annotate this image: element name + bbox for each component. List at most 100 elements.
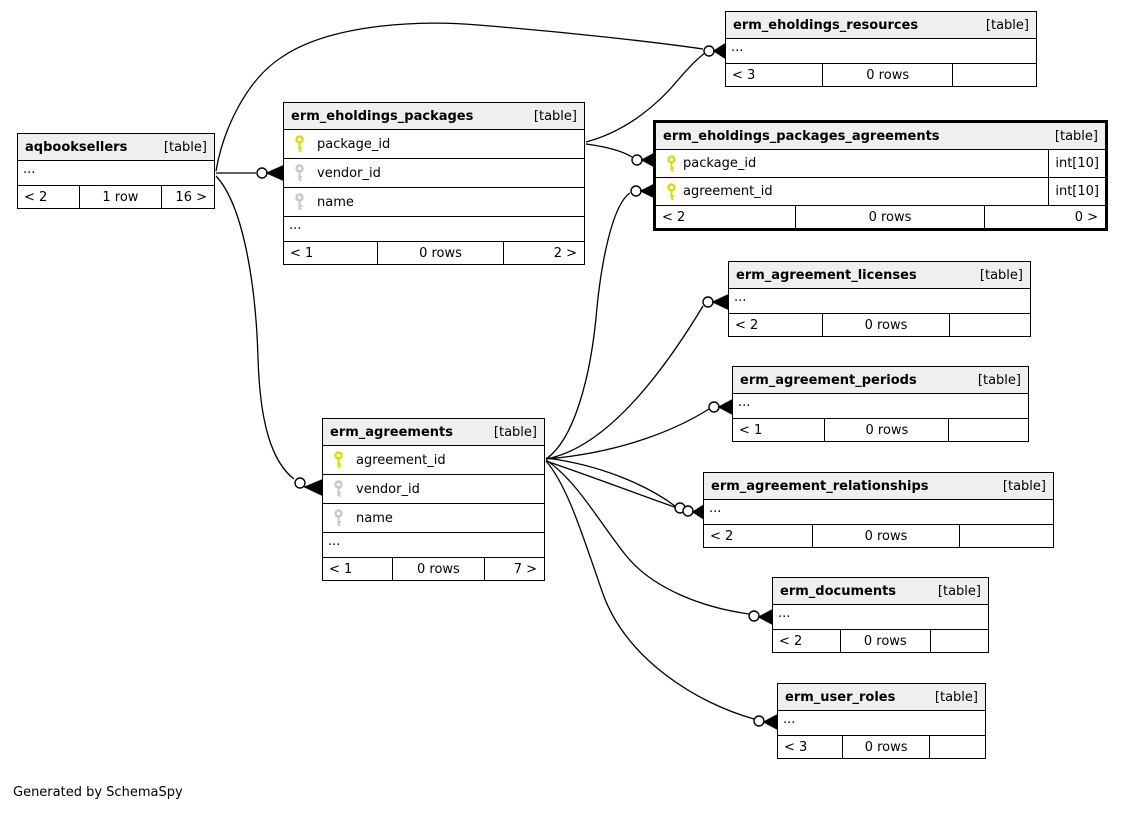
column-name: agreement_id xyxy=(683,184,773,199)
column-row: name xyxy=(284,188,584,217)
footer-parents: < 2 xyxy=(662,209,686,225)
table-footer: < 2 0 rows xyxy=(773,630,988,652)
footer-parents: < 1 xyxy=(739,422,763,438)
generator-credit: Generated by SchemaSpy xyxy=(13,785,183,800)
footer-rowcount: 0 rows xyxy=(842,736,929,758)
table-header[interactable]: erm_eholdings_packages_agreements [table… xyxy=(656,123,1105,150)
column-type: int[10] xyxy=(1048,178,1105,205)
footer-parents: < 2 xyxy=(779,633,803,649)
table-erm-agreements[interactable]: erm_agreements [table] agreement_id vend… xyxy=(322,418,545,581)
edge-agreements-licenses xyxy=(545,305,704,460)
table-name: erm_agreement_licenses xyxy=(736,267,917,283)
table-type-label: [table] xyxy=(1002,478,1046,494)
footer-rowcount: 0 rows xyxy=(822,314,948,336)
footer-children: 0 > xyxy=(983,206,1105,228)
footer-parents: < 1 xyxy=(290,245,314,261)
table-footer: < 2 0 rows 0 > xyxy=(656,206,1105,228)
table-name: erm_agreement_periods xyxy=(740,372,917,388)
hidden-columns-row: ... xyxy=(729,289,1030,314)
edge-agreements-documents xyxy=(545,459,750,615)
footer-rowcount: 0 rows xyxy=(812,525,959,547)
footer-rowcount: 0 rows xyxy=(377,242,503,264)
primary-key-icon xyxy=(666,154,677,173)
table-footer: < 3 0 rows xyxy=(726,64,1036,86)
column-name: vendor_id xyxy=(317,165,381,181)
column-row: vendor_id xyxy=(323,475,544,504)
table-name: erm_eholdings_packages_agreements xyxy=(663,128,940,144)
footer-children xyxy=(929,736,985,758)
table-name: erm_documents xyxy=(780,583,897,599)
crow-foot-markers xyxy=(256,42,778,731)
table-name: erm_agreements xyxy=(330,424,453,440)
table-erm-agreement-periods[interactable]: erm_agreement_periods [table] ... < 1 0 … xyxy=(732,366,1029,442)
table-name: aqbooksellers xyxy=(25,139,128,155)
table-header[interactable]: erm_agreement_periods [table] xyxy=(733,367,1028,394)
table-erm-eholdings-packages-agreements[interactable]: erm_eholdings_packages_agreements [table… xyxy=(653,120,1108,231)
edge-agreements-relationships-2 xyxy=(545,460,684,511)
table-erm-documents[interactable]: erm_documents [table] ... < 2 0 rows xyxy=(772,577,989,653)
table-erm-agreement-licenses[interactable]: erm_agreement_licenses [table] ... < 2 0… xyxy=(728,261,1031,337)
hidden-columns-row: ... xyxy=(733,394,1028,419)
hidden-columns-row: ... xyxy=(323,533,544,558)
column-row: agreement_id int[10] xyxy=(656,178,1105,206)
primary-key-icon xyxy=(333,451,344,469)
table-name: erm_eholdings_packages xyxy=(291,108,474,124)
footer-rowcount: 0 rows xyxy=(795,206,984,228)
table-footer: < 2 1 row 16 > xyxy=(18,186,214,208)
table-name: erm_user_roles xyxy=(785,689,896,705)
table-name: erm_agreement_relationships xyxy=(711,478,929,494)
table-header[interactable]: erm_agreement_relationships [table] xyxy=(704,473,1053,500)
footer-parents: < 3 xyxy=(732,67,756,83)
column-name: agreement_id xyxy=(356,452,446,468)
footer-parents: < 2 xyxy=(735,317,759,333)
edge-aqbooksellers-resources xyxy=(215,22,704,172)
table-header[interactable]: erm_user_roles [table] xyxy=(778,684,985,711)
hidden-columns-row: ... xyxy=(18,161,214,186)
footer-rowcount: 0 rows xyxy=(824,419,948,441)
table-erm-user-roles[interactable]: erm_user_roles [table] ... < 3 0 rows xyxy=(777,683,986,759)
table-erm-eholdings-resources[interactable]: erm_eholdings_resources [table] ... < 3 … xyxy=(725,11,1037,87)
edge-agreements-periods xyxy=(545,408,710,460)
table-type-label: [table] xyxy=(1054,128,1098,144)
hidden-columns-row: ... xyxy=(778,711,985,736)
table-erm-eholdings-packages[interactable]: erm_eholdings_packages [table] package_i… xyxy=(283,102,585,265)
table-footer: < 2 0 rows xyxy=(704,525,1053,547)
primary-key-icon xyxy=(294,135,305,153)
edge-agreements-user-roles xyxy=(545,460,755,720)
table-footer: < 2 0 rows xyxy=(729,314,1030,336)
table-type-label: [table] xyxy=(533,108,577,124)
column-name: vendor_id xyxy=(356,481,420,497)
column-row: name xyxy=(323,504,544,533)
table-header[interactable]: erm_agreement_licenses [table] xyxy=(729,262,1030,289)
table-footer: < 3 0 rows xyxy=(778,736,985,758)
table-header[interactable]: erm_eholdings_resources [table] xyxy=(726,12,1036,39)
table-type-label: [table] xyxy=(977,372,1021,388)
footer-rowcount: 1 row xyxy=(78,186,161,208)
column-row: vendor_id xyxy=(284,159,584,188)
table-header[interactable]: erm_documents [table] xyxy=(773,578,988,605)
footer-children xyxy=(952,64,1036,86)
table-header[interactable]: aqbooksellers [table] xyxy=(18,134,214,161)
primary-key-icon xyxy=(666,182,677,201)
hidden-columns-row: ... xyxy=(704,500,1053,525)
table-type-label: [table] xyxy=(985,17,1029,33)
table-type-label: [table] xyxy=(937,583,981,599)
footer-children xyxy=(958,525,1053,547)
table-type-label: [table] xyxy=(163,139,207,155)
footer-parents: < 2 xyxy=(710,528,734,544)
table-erm-agreement-relationships[interactable]: erm_agreement_relationships [table] ... … xyxy=(703,472,1054,548)
table-header[interactable]: erm_agreements [table] xyxy=(323,419,544,446)
hidden-columns-row: ... xyxy=(726,39,1036,64)
footer-parents: < 2 xyxy=(24,189,48,205)
footer-children: 2 > xyxy=(503,242,584,264)
edge-packages-packages-agreements xyxy=(585,143,633,158)
table-header[interactable]: erm_eholdings_packages [table] xyxy=(284,103,584,130)
table-footer: < 1 0 rows 2 > xyxy=(284,242,584,264)
edge-agreements-relationships-1 xyxy=(545,457,676,507)
footer-children: 7 > xyxy=(484,558,544,580)
table-aqbooksellers[interactable]: aqbooksellers [table] ... < 2 1 row 16 > xyxy=(17,133,215,209)
footer-parents: < 1 xyxy=(329,561,353,577)
column-row: agreement_id xyxy=(323,446,544,475)
table-footer: < 1 0 rows xyxy=(733,419,1028,441)
